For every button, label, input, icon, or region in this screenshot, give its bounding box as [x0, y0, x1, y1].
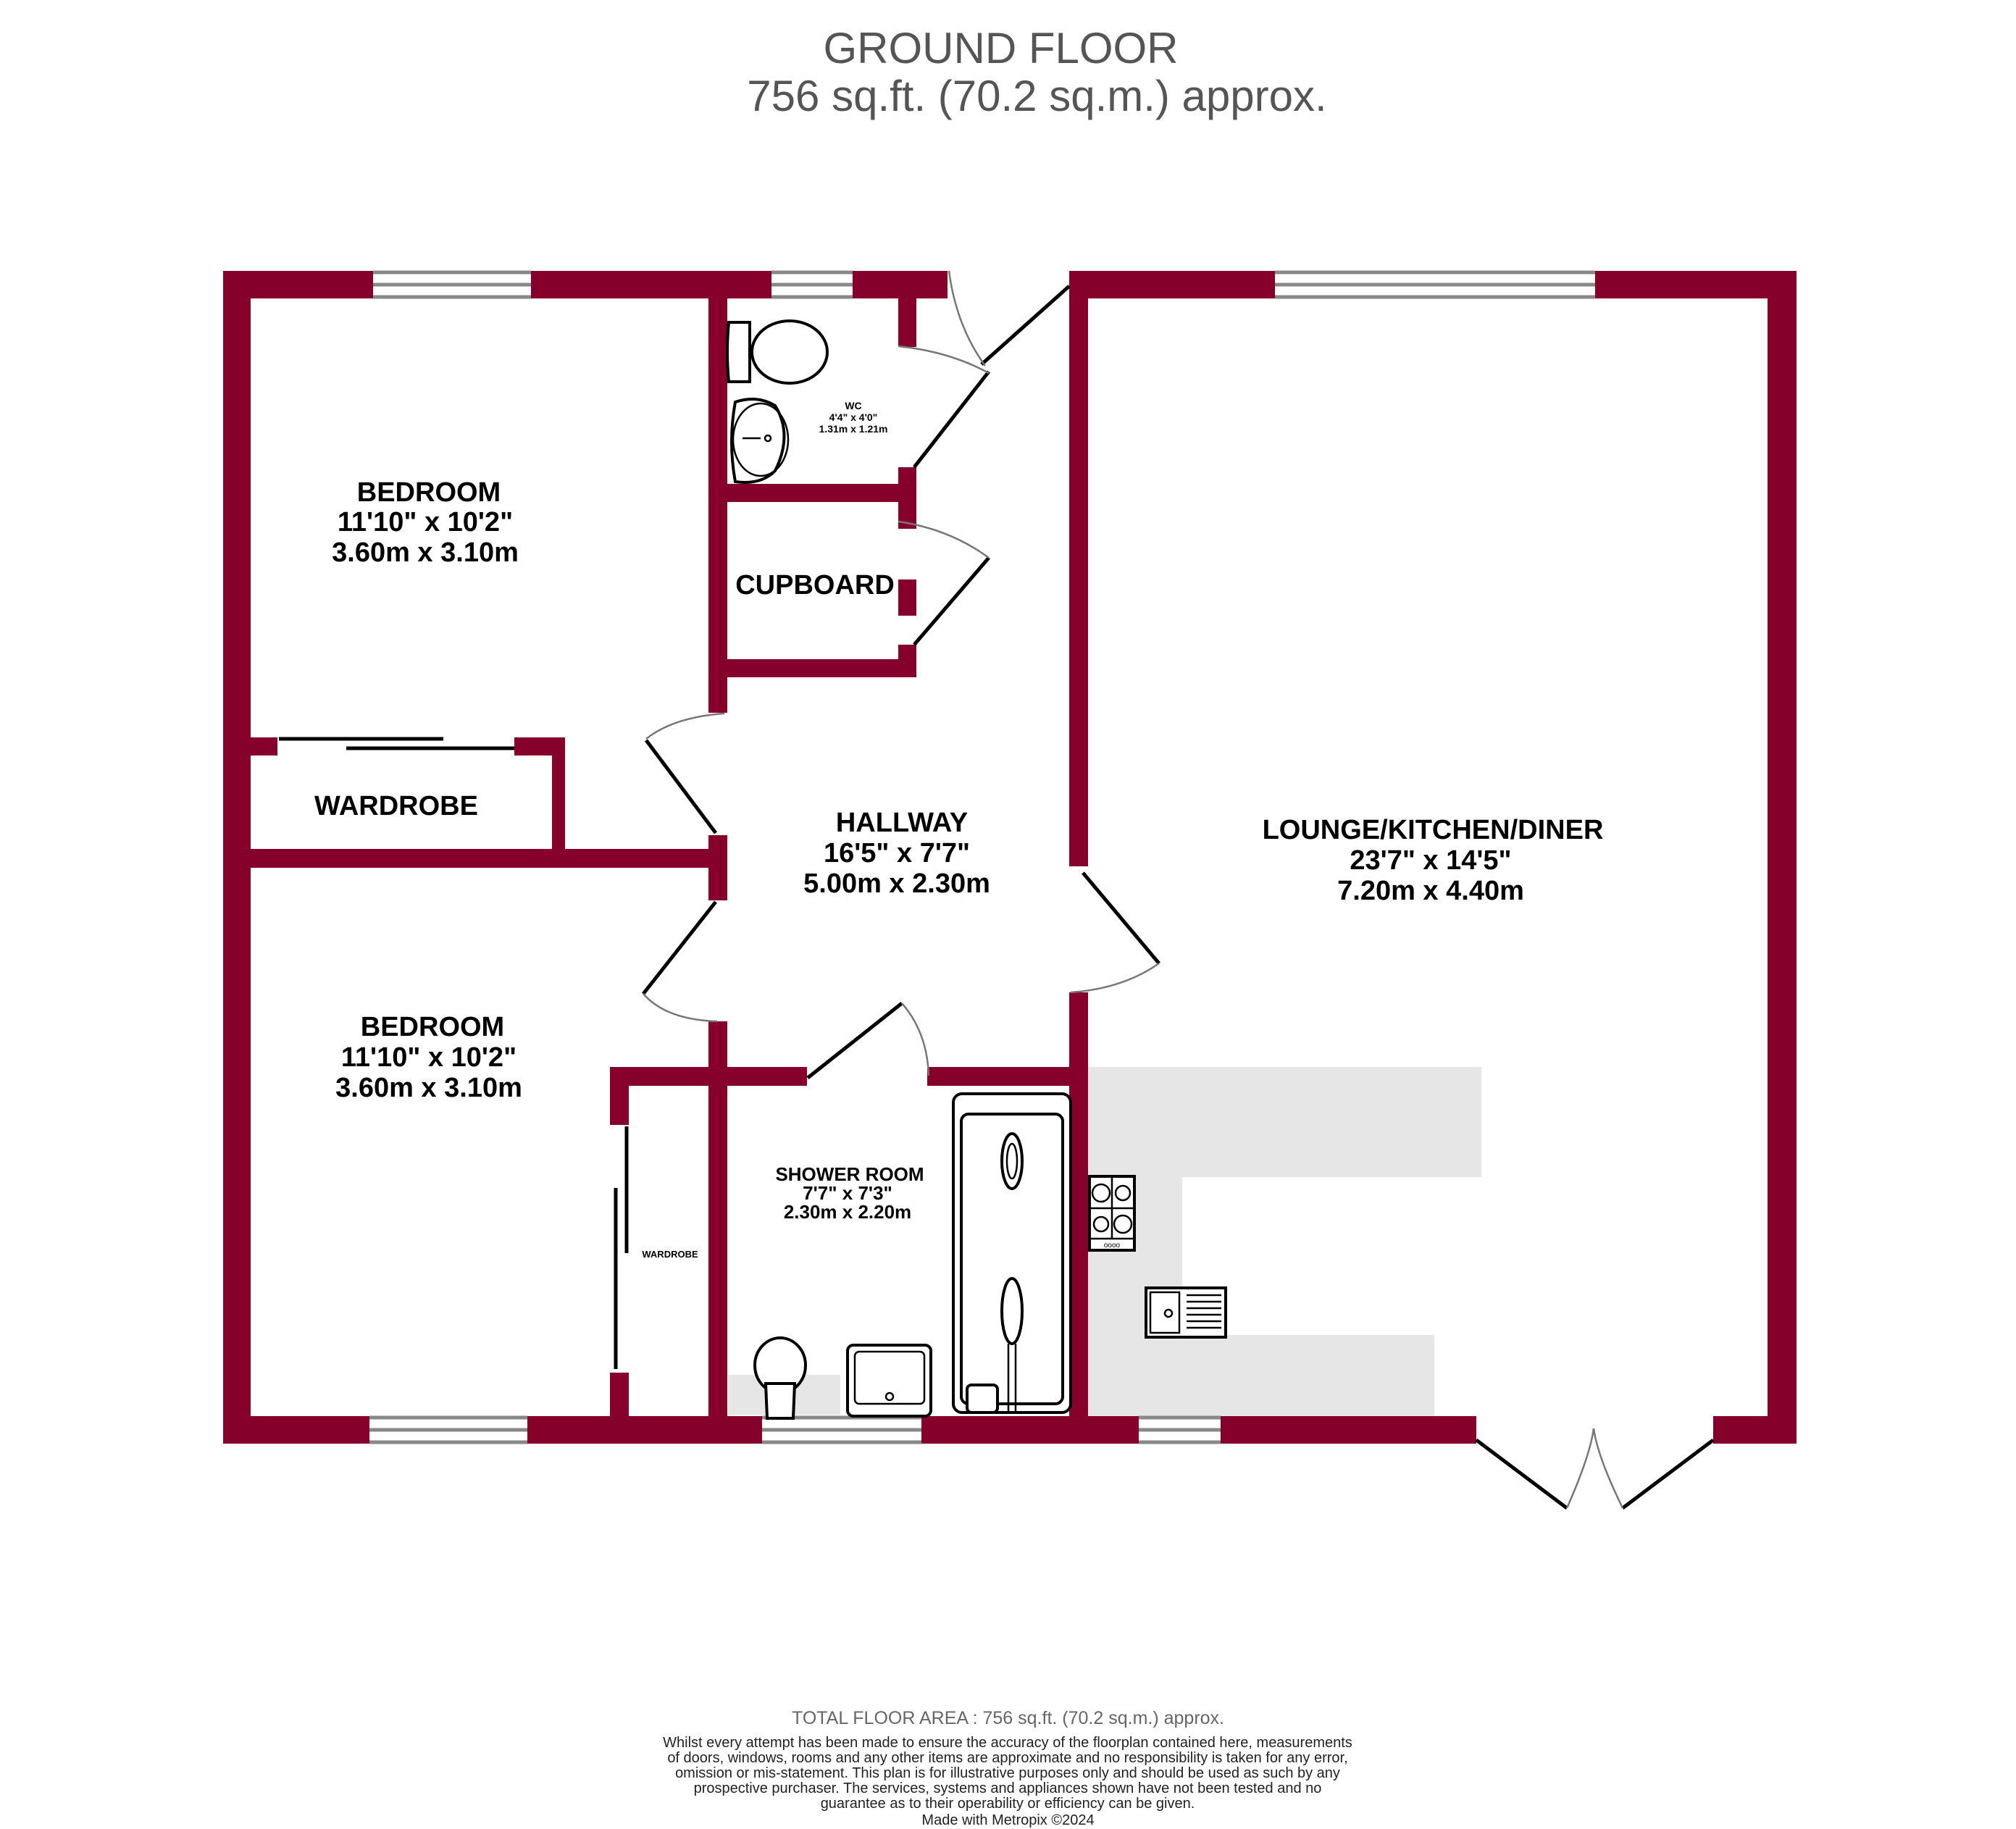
window-bedroom-2: [369, 1415, 527, 1444]
disclaimer-text: Whilst every attempt has been made to en…: [663, 1735, 1352, 1812]
floor-title: GROUND FLOOR: [823, 24, 1179, 72]
svg-text:BEDROOM: BEDROOM: [361, 1012, 504, 1042]
windows: [369, 270, 1595, 1444]
svg-text:2.30m x 2.20m: 2.30m x 2.20m: [784, 1201, 911, 1223]
total-floor-area: TOTAL FLOOR AREA : 756 sq.ft. (70.2 sq.m…: [792, 1708, 1224, 1728]
room-label-bedroom-1: BEDROOM 11'10" x 10'2" 3.60m x 3.10m: [332, 477, 519, 568]
svg-text:16'5" x 7'7": 16'5" x 7'7": [824, 838, 970, 869]
room-label-hallway: HALLWAY 16'5" x 7'7" 5.00m x 2.30m: [803, 808, 990, 899]
svg-text:4'4" x 4'0": 4'4" x 4'0": [829, 411, 878, 423]
shower-room-door: [806, 1002, 930, 1079]
svg-text:WARDROBE: WARDROBE: [642, 1249, 698, 1260]
room-label-lounge: LOUNGE/KITCHEN/DINER 23'7" x 14'5" 7.20m…: [1263, 815, 1604, 906]
svg-text:5.00m x 2.30m: 5.00m x 2.30m: [803, 869, 990, 899]
svg-text:oooo: oooo: [1104, 1242, 1121, 1250]
wardrobe-2-sliding-doors: [614, 1126, 629, 1369]
shower-basin-icon: [846, 1344, 932, 1418]
made-with-credit: Made with Metropix ©2024: [921, 1812, 1095, 1828]
svg-text:CUPBOARD: CUPBOARD: [735, 570, 895, 600]
basin-icon: [730, 398, 790, 484]
svg-text:7.20m x 4.40m: 7.20m x 4.40m: [1337, 876, 1524, 906]
svg-text:23'7" x 14'5": 23'7" x 14'5": [1350, 845, 1511, 876]
toilet-icon: [726, 319, 829, 385]
svg-text:WC: WC: [845, 400, 861, 411]
window-kitchen: [1139, 1415, 1221, 1444]
room-label-shower-room: SHOWER ROOM 7'7" x 7'3" 2.30m x 2.20m: [775, 1163, 924, 1223]
room-label-wc: WC 4'4" x 4'0" 1.31m x 1.21m: [819, 400, 888, 435]
kitchen-counters: [1087, 1067, 1481, 1436]
bedroom-1-door: [645, 712, 725, 834]
svg-text:WARDROBE: WARDROBE: [314, 791, 478, 821]
svg-text:11'10" x 10'2": 11'10" x 10'2": [341, 1042, 516, 1073]
svg-text:HALLWAY: HALLWAY: [836, 808, 968, 838]
doors: [279, 270, 1715, 1510]
svg-text:SHOWER ROOM: SHOWER ROOM: [775, 1163, 924, 1185]
window-lounge: [1275, 270, 1595, 299]
window-wc: [771, 270, 853, 299]
svg-text:11'10" x 10'2": 11'10" x 10'2": [338, 507, 513, 537]
room-label-cupboard: CUPBOARD: [735, 570, 895, 600]
room-label-wardrobe-1: WARDROBE: [314, 791, 478, 821]
shower-toilet-icon: [753, 1336, 807, 1420]
shower-tray-icon: [952, 1092, 1072, 1414]
wardrobe-1-sliding-doors: [279, 737, 514, 750]
svg-text:7'7" x 7'3": 7'7" x 7'3": [803, 1182, 892, 1204]
cupboard-door: [898, 520, 990, 646]
window-shower-room: [762, 1415, 921, 1444]
room-label-bedroom-2: BEDROOM 11'10" x 10'2" 3.60m x 3.10m: [335, 1012, 522, 1103]
bedroom-2-door: [642, 900, 718, 1023]
french-doors: [1475, 1428, 1715, 1510]
lounge-door: [1070, 871, 1160, 994]
svg-text:1.31m x 1.21m: 1.31m x 1.21m: [819, 423, 888, 435]
wc-door: [898, 345, 990, 469]
front-door: [948, 270, 1071, 367]
room-label-wardrobe-2: WARDROBE: [642, 1249, 698, 1260]
svg-text:3.60m x 3.10m: 3.60m x 3.10m: [332, 537, 519, 568]
sink-icon: [1145, 1286, 1227, 1339]
floor-area-subtitle: 756 sq.ft. (70.2 sq.m.) approx.: [747, 72, 1327, 120]
svg-text:3.60m x 3.10m: 3.60m x 3.10m: [335, 1073, 522, 1103]
hob-icon: oooo: [1088, 1175, 1136, 1252]
window-bedroom-1: [373, 270, 531, 299]
svg-text:BEDROOM: BEDROOM: [357, 477, 501, 508]
svg-text:LOUNGE/KITCHEN/DINER: LOUNGE/KITCHEN/DINER: [1263, 815, 1604, 845]
